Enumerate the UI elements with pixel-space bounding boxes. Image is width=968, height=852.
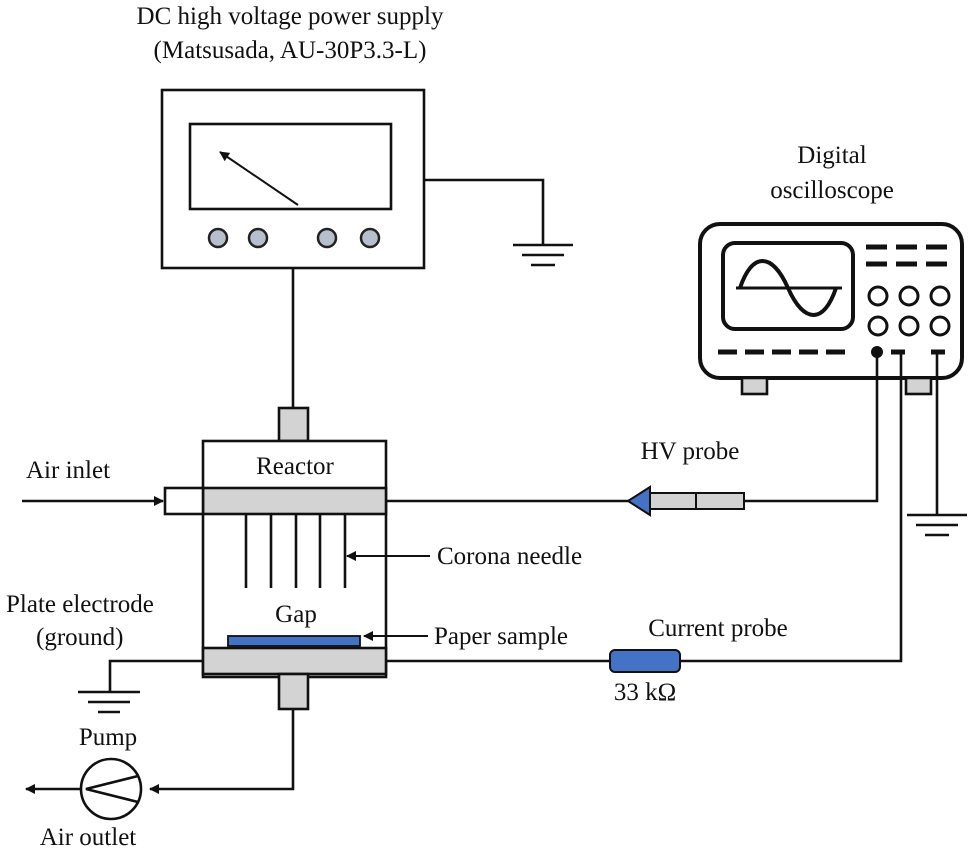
power-supply-model: (Matsusada, AU-30P3.3-L) (154, 37, 427, 64)
ground-symbol-icon (907, 513, 967, 537)
plate-electrode-label-1: Plate electrode (6, 591, 154, 618)
corona-needles (244, 514, 347, 588)
power-supply-unit (160, 88, 426, 270)
current-probe-cable (680, 352, 903, 663)
oscilloscope-unit (698, 222, 964, 396)
pump-label: Pump (79, 724, 137, 751)
air-inlet-port (163, 486, 205, 516)
plate-electrode-label-2: (ground) (36, 624, 123, 651)
pump-symbol-icon (79, 757, 143, 821)
corona-needle-label: Corona needle (437, 543, 582, 570)
knob-icon (207, 227, 229, 249)
reactor-top-feedthrough (277, 406, 310, 443)
oscilloscope-label-2: oscilloscope (770, 177, 894, 204)
air-inlet-label: Air inlet (26, 457, 110, 484)
meter-needle-icon (219, 151, 299, 206)
hv-probe-cable (744, 352, 879, 503)
current-probe-resistor (609, 649, 681, 673)
hv-probe-label: HV probe (641, 438, 740, 465)
ground-symbol-icon (78, 690, 140, 714)
ground-symbol-icon (513, 243, 573, 267)
paper-sample-label: Paper sample (434, 623, 568, 650)
ps-ground-wire (424, 178, 545, 244)
knob-icon (247, 227, 269, 249)
plate-ground-wire (108, 659, 203, 691)
control-buttons (867, 285, 951, 337)
reactor-label: Reactor (256, 453, 334, 480)
reactor-bottom-port (277, 672, 310, 711)
power-supply-title: DC high voltage power supply (137, 3, 444, 30)
knob-icon (316, 227, 338, 249)
resistor-value-label: 33 kΩ (614, 679, 676, 706)
exhaust-line (149, 709, 295, 794)
hv-probe-icon (626, 485, 745, 517)
knob-icon (359, 227, 381, 249)
oscilloscope-label-1: Digital (797, 142, 866, 169)
paper-sample (227, 635, 361, 647)
gap-label: Gap (275, 601, 317, 628)
air-outlet-label: Air outlet (40, 824, 137, 851)
hv-electrode-plate (201, 486, 388, 516)
current-probe-label: Current probe (648, 615, 788, 642)
plate-electrode (201, 646, 388, 676)
